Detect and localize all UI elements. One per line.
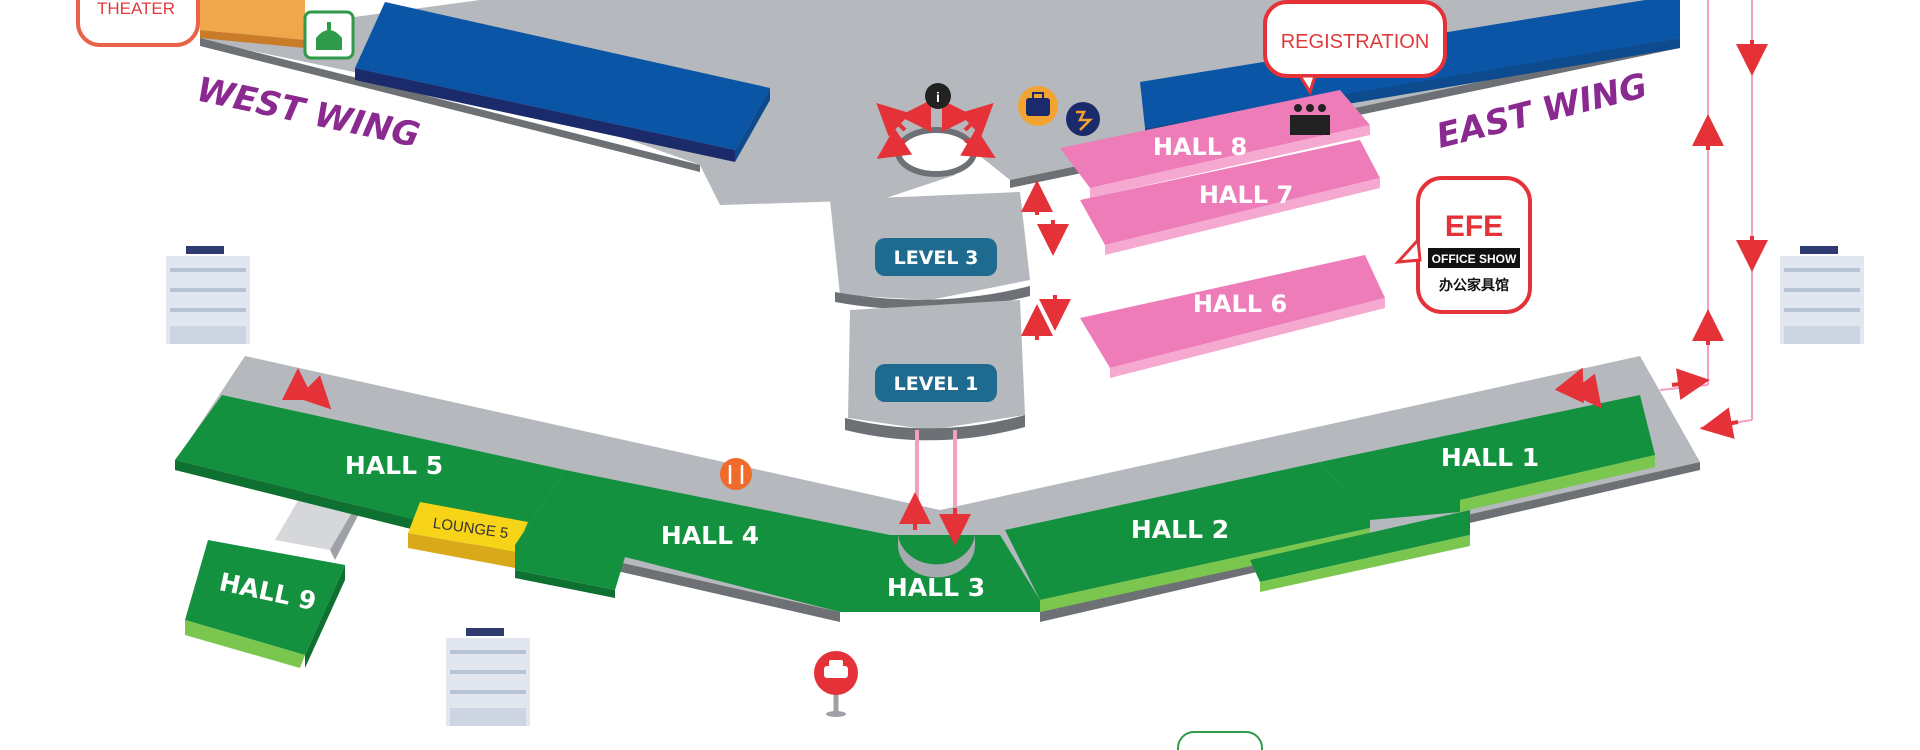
level-1-badge[interactable]: LEVEL 1 — [875, 364, 997, 402]
theater-block[interactable] — [200, 0, 305, 48]
exterior-route-arrows — [1671, 40, 1768, 439]
efe-office-show-callout[interactable]: EFE OFFICE SHOW 办公家具馆 — [1394, 176, 1532, 314]
lounge-5-block[interactable]: LOUNGE 5 — [408, 502, 528, 568]
business-center-icon — [1018, 86, 1058, 126]
efe-chinese-label: 办公家具馆 — [1439, 277, 1509, 293]
theater-callout[interactable]: THEATER — [76, 0, 200, 47]
hall-1-label: HALL 1 — [1441, 443, 1539, 472]
partial-callout-bottom — [1177, 731, 1263, 750]
hall-9-block[interactable]: HALL 9 — [185, 540, 345, 668]
hall-2-block[interactable]: HALL 2 — [1005, 462, 1470, 612]
level-3-badge[interactable]: LEVEL 3 — [875, 238, 997, 276]
registration-label: REGISTRATION — [1281, 31, 1430, 53]
building-icon-left — [166, 246, 250, 344]
hub-escalator-arrows — [876, 100, 996, 159]
level-3-label: LEVEL 3 — [894, 247, 979, 269]
charging-station-icon — [1066, 102, 1100, 136]
hall-5-label: HALL 5 — [345, 451, 443, 480]
hall-4-label: HALL 4 — [661, 521, 759, 550]
hall-6-block[interactable]: HALL 6 — [1080, 255, 1385, 378]
building-icon-bottom — [446, 628, 530, 726]
hall-2-label: HALL 2 — [1131, 515, 1229, 544]
hall-6-label: HALL 6 — [1193, 290, 1287, 318]
registration-callout[interactable]: REGISTRATION — [1263, 0, 1447, 96]
hall-1-block[interactable]: HALL 1 — [1320, 395, 1655, 520]
hall-7-block[interactable]: HALL 7 — [1080, 140, 1380, 255]
hall-3-label: HALL 3 — [887, 573, 985, 602]
prayer-room-icon — [303, 10, 355, 60]
taxi-stand-icon — [814, 651, 858, 717]
hall-8-block[interactable]: HALL 8 — [1060, 90, 1370, 198]
lower-hub-escalator-arrows — [282, 367, 1602, 546]
west-blue-hall[interactable] — [355, 2, 770, 162]
registration-desk-icon — [1290, 104, 1330, 135]
theater-label: THEATER — [97, 0, 175, 18]
hall-3-hub — [898, 532, 975, 578]
svg-text:i: i — [936, 89, 940, 105]
info-icon-hub-top: i — [925, 83, 951, 109]
hall-4-block[interactable]: HALL 4 — [515, 470, 905, 612]
exterior-route — [1659, 0, 1753, 429]
building-icon-right — [1780, 246, 1864, 344]
east-level-escalator-arrows — [1021, 180, 1071, 340]
hall-8-label: HALL 8 — [1153, 133, 1247, 161]
efe-office-show-band: OFFICE SHOW — [1432, 252, 1517, 266]
restaurant-icon — [720, 458, 752, 490]
level-1-label: LEVEL 1 — [894, 373, 979, 395]
hall-7-label: HALL 7 — [1199, 181, 1293, 209]
efe-logo-letters: EFE — [1445, 210, 1503, 243]
